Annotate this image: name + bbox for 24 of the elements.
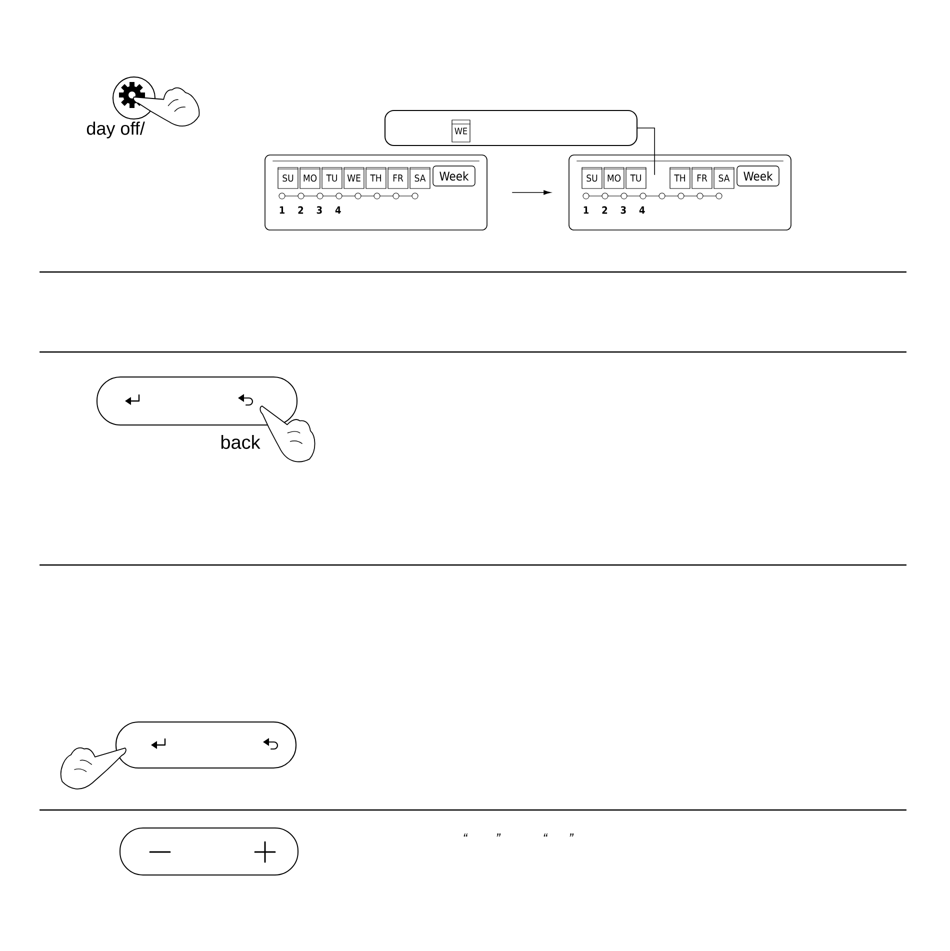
day-box: WE (344, 167, 364, 189)
quote-mark: “ (464, 834, 468, 836)
day-box: SU (278, 167, 298, 189)
quote-mark: ” (496, 834, 501, 836)
popup-bar: WE (384, 110, 638, 146)
day-box: TU (322, 167, 342, 189)
day-box: TH (670, 167, 690, 189)
day-box: FR (692, 167, 712, 189)
button-label: back (221, 435, 260, 449)
day-box: TU (626, 167, 646, 189)
day-box: MO (300, 167, 320, 189)
arrow (512, 190, 551, 195)
quote-mark: “ (544, 834, 548, 836)
leader-line (637, 128, 655, 176)
day-box: TH (366, 167, 386, 189)
day-box: SA (410, 167, 430, 189)
day-box: SA (714, 167, 734, 189)
week-box: Week (432, 166, 476, 186)
day-box: SU (582, 167, 602, 189)
button-label: day off/ (86, 122, 145, 138)
quote-mark: ” (570, 834, 574, 836)
week-box: Week (736, 166, 780, 186)
day-box: MO (604, 167, 624, 189)
day-box: FR (388, 167, 408, 189)
